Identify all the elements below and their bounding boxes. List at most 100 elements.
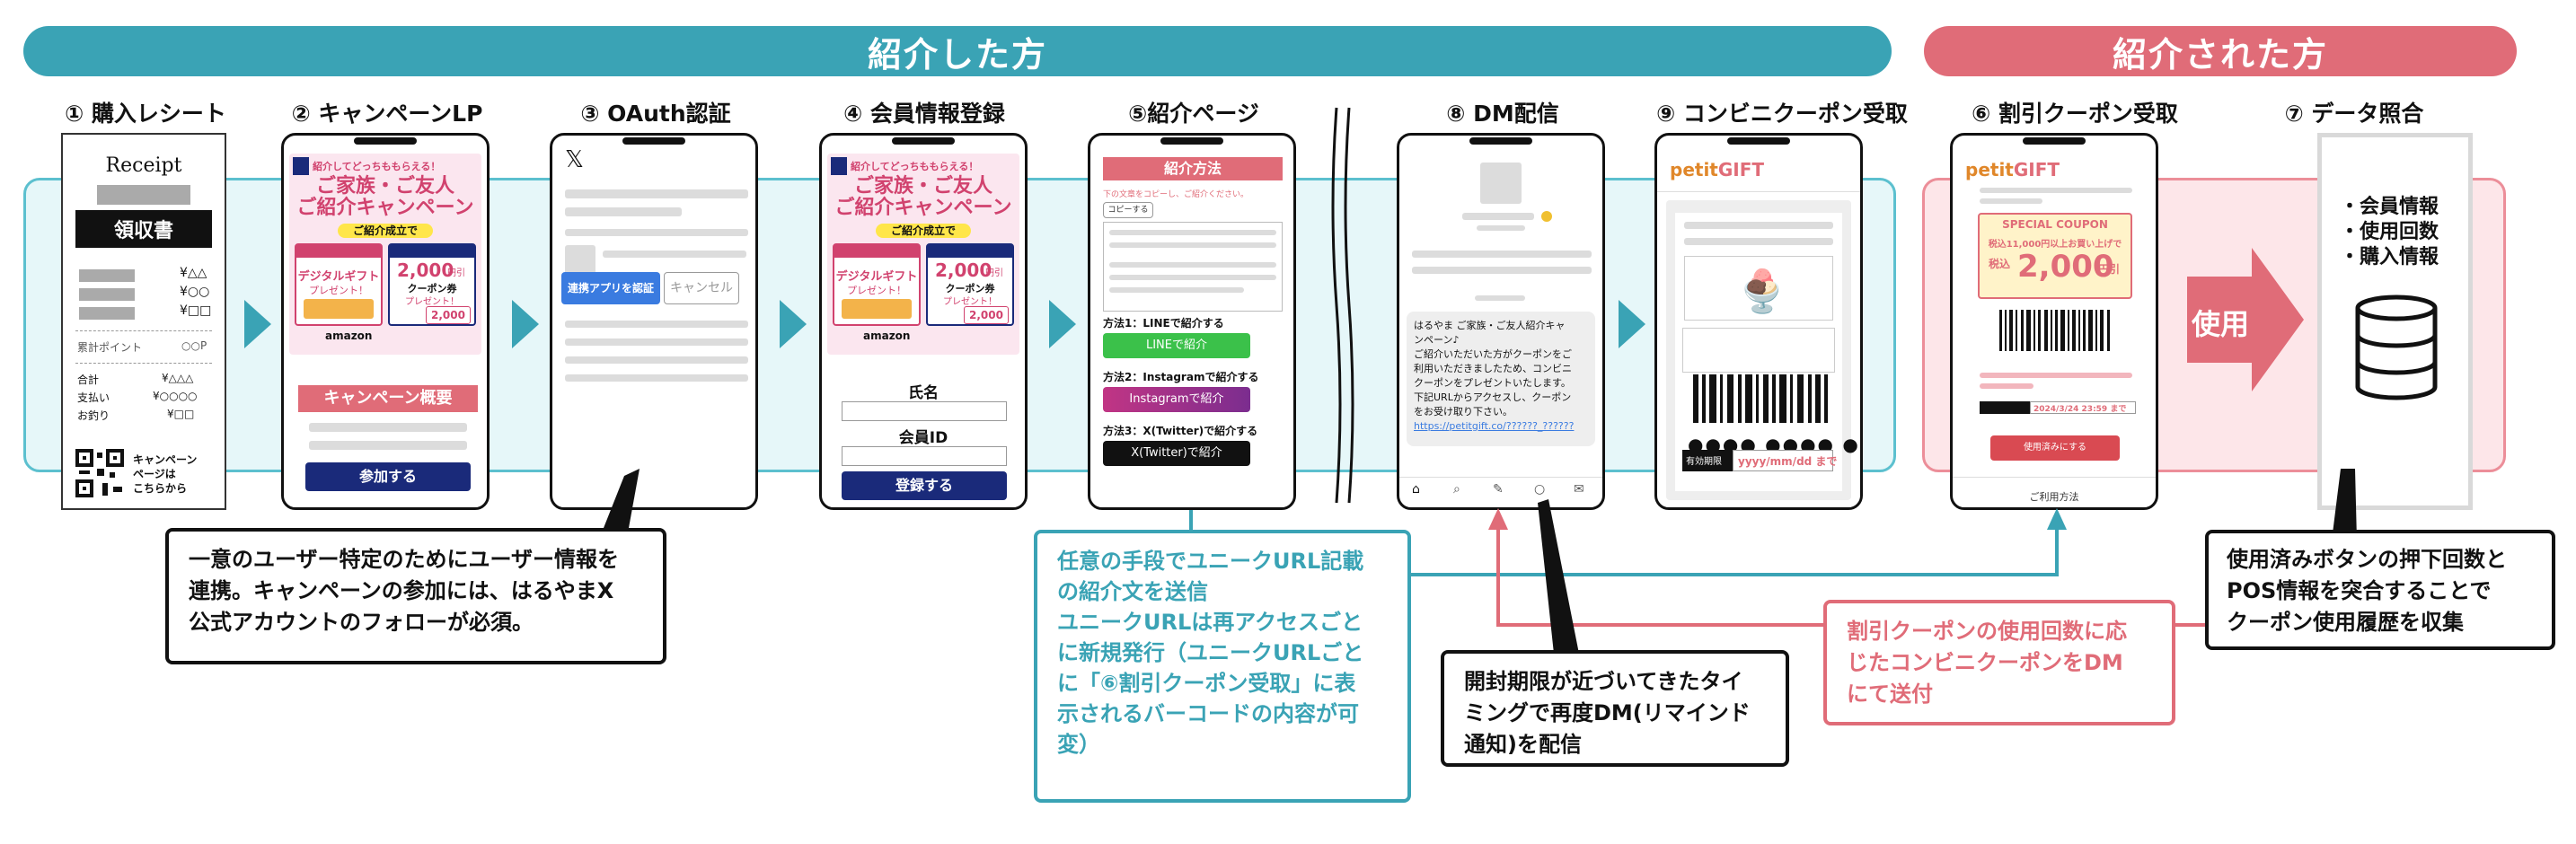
receipt-ryoshusho: 領収書 <box>75 210 212 248</box>
step-label-dm: ⑧ DM配信 <box>1446 101 1559 127</box>
reminder-note: 開封期限が近づいてきたタイミングで再度DM(リマインド通知)を配信 <box>1441 650 1789 767</box>
line-share-button[interactable]: LINEで紹介 <box>1103 333 1250 358</box>
digital-gift-card: デジタルギフト プレゼント！ <box>295 243 383 326</box>
step-label-member-registration: ④ 会員情報登録 <box>843 101 1005 127</box>
campaign-section-title: キャンペーン概要 <box>298 385 478 412</box>
receipt-row: ¥○○ <box>180 285 210 299</box>
receipt-points-label: 累計ポイント <box>77 341 143 354</box>
register-button[interactable]: 登録する <box>842 471 1007 500</box>
receipt: Receipt 領収書 ¥△△ ¥○○ ¥□□ 累計ポイント ○○P 合計 ¥△… <box>61 133 226 510</box>
x-logo-icon: 𝕏 <box>565 146 584 173</box>
barcode-icon <box>1693 374 1828 423</box>
authorize-app-button[interactable]: 連携アプリを認証 <box>561 272 660 304</box>
barcode-icon <box>1999 310 2110 351</box>
intro-page-screen: 紹介方法 下の文章をコピーし、ご紹介ください。 コピーする 方法1：LINEで紹… <box>1088 133 1296 510</box>
receipt-total-label: 支払い <box>77 391 110 404</box>
step-label-convenience-coupon: ⑨ コンビニクーポン受取 <box>1656 101 1908 127</box>
campaign-banner: 紹介してどっちももらえる！ ご家族・ご友人 ご紹介キャンペーン ご紹介成立で デ… <box>827 154 1019 355</box>
bell-icon[interactable]: ○ <box>1534 482 1546 497</box>
flow-arrow <box>512 300 539 348</box>
referrer-band: 紹介した方 <box>23 26 1892 76</box>
join-button[interactable]: 参加する <box>305 462 471 491</box>
coupon-card: 2,000 円引 クーポン券 プレゼント！ 2,000 <box>388 243 476 326</box>
campaign-established: ご紹介成立で <box>338 224 433 238</box>
flow-arrow <box>244 300 271 348</box>
receipt-total-value: ¥△△△ <box>162 372 194 384</box>
amazon-logo: amazon <box>325 330 373 342</box>
receipt-points-value: ○○P <box>181 339 207 352</box>
digital-gift-card: デジタルギフト プレゼント！ <box>833 243 921 326</box>
step-label-data-matching: ⑦ データ照合 <box>2284 101 2424 127</box>
flow-arrow <box>1049 300 1076 348</box>
database-icon <box>2355 295 2438 400</box>
dm-screen: はるやま ご家族・ご友人紹介キャンペーン♪ご紹介いただいた方がクーポンをご利用い… <box>1397 133 1605 510</box>
expiry-value: yyyy/mm/dd まで <box>1738 455 1838 468</box>
oauth-screen: 𝕏 連携アプリを認証 キャンセル <box>550 133 758 510</box>
receipt-total-label: お釣り <box>77 409 110 422</box>
qr-code-icon <box>75 449 124 497</box>
instagram-share-button[interactable]: Instagramで紹介 <box>1103 387 1250 412</box>
how-to-use-link[interactable]: ご利用方法 <box>2029 491 2079 503</box>
flow-arrow <box>780 300 807 348</box>
receipt-total-value: ¥□□ <box>167 408 195 420</box>
expiry-label: 有効期限 <box>1686 457 1722 467</box>
step-label-oauth: ③ OAuth認証 <box>580 101 731 127</box>
campaign-headline: ご紹介キャンペーン <box>296 197 474 219</box>
campaign-lp-screen: 紹介してどっちももらえる！ ご家族・ご友人 ご紹介キャンペーン ご紹介成立で デ… <box>281 133 490 510</box>
campaign-banner: 紹介してどっちももらえる！ ご家族・ご友人 ご紹介キャンペーン ご紹介成立で デ… <box>289 154 481 355</box>
coupon-card: 2,000 円引 クーポン券 プレゼント！ 2,000 <box>926 243 1014 326</box>
petitgift-logo: petitGIFT <box>1670 159 1765 180</box>
amazon-logo: amazon <box>863 330 911 342</box>
name-field[interactable] <box>842 401 1007 421</box>
member-id-field[interactable] <box>842 446 1007 466</box>
name-label: 氏名 <box>908 384 939 402</box>
receipt-total-label: 合計 <box>77 374 100 386</box>
mark-used-button[interactable]: 使用済みにする <box>1990 435 2120 461</box>
home-icon[interactable]: ⌂ <box>1412 482 1420 497</box>
convenience-coupon-screen: petitGIFT 🍨 ●●●● ●●●● ●●●● 有効期限 yyyy/mm/… <box>1654 133 1863 510</box>
campaign-established: ご紹介成立で <box>876 224 971 238</box>
coupon-expiry: 2024/3/24 23:59 まで <box>2033 405 2127 414</box>
discount-coupon-screen: petitGIFT SPECIAL COUPON 税込11,000円以上お買い上… <box>1950 133 2158 510</box>
receipt-row: ¥△△ <box>180 266 207 280</box>
use-arrow-icon <box>2187 248 2304 391</box>
campaign-headline: ご家族・ご友人 <box>853 175 992 198</box>
ice-cream-icon: 🍨 <box>1736 267 1788 315</box>
intro-title: 紹介方法 <box>1103 157 1283 180</box>
referred-band: 紹介された方 <box>1924 26 2517 76</box>
share-note: 任意の手段でユニークURL記載の紹介文を送信ユニークURLは再アクセスごとに新規… <box>1034 530 1411 803</box>
cancel-button[interactable]: キャンセル <box>664 272 739 304</box>
method-1-label: 方法1：LINEで紹介する <box>1103 317 1224 330</box>
compose-icon[interactable]: ✎ <box>1493 482 1504 497</box>
dm-link[interactable]: https://petitgift.co/??????_?????? <box>1414 420 1575 432</box>
receipt-title: Receipt <box>105 154 182 177</box>
qr-caption: キャンペーンページはこちらから <box>133 453 198 495</box>
oauth-note: 一意のユーザー特定のためにユーザー情報を連携。キャンペーンの参加には、はるやまX… <box>165 528 666 664</box>
special-coupon: SPECIAL COUPON 税込11,000円以上お買い上げで 税込 2,00… <box>1978 213 2132 299</box>
method-3-label: 方法3：X(Twitter)で紹介する <box>1103 425 1258 437</box>
step-label-campaign-lp: ② キャンペーンLP <box>291 101 483 127</box>
step-label-receipt: ① 購入レシート <box>65 101 226 127</box>
member-registration-screen: 紹介してどっちももらえる！ ご家族・ご友人 ご紹介キャンペーン ご紹介成立で デ… <box>819 133 1028 510</box>
data-matching-panel: ・会員情報・使用回数・購入情報 <box>2317 133 2473 510</box>
mail-icon[interactable]: ✉ <box>1574 482 1584 497</box>
campaign-headline: ご家族・ご友人 <box>315 175 454 198</box>
step-label-intro-page: ⑤紹介ページ <box>1128 101 1259 127</box>
intro-note: 下の文章をコピーし、ご紹介ください。 <box>1103 190 1249 199</box>
use-arrow-label: 使用 <box>2192 307 2250 341</box>
time-break-mark <box>1331 107 1354 504</box>
campaign-tagline: 紹介してどっちももらえる！ <box>313 161 441 172</box>
flow-arrow <box>1619 300 1645 348</box>
copy-button[interactable]: コピーする <box>1103 202 1153 218</box>
step-label-discount-coupon: ⑥ 割引クーポン受取 <box>1972 101 2178 127</box>
member-id-label: 会員ID <box>898 429 948 447</box>
search-icon[interactable]: ⌕ <box>1453 482 1460 497</box>
receipt-row: ¥□□ <box>180 303 212 318</box>
dm-message: はるやま ご家族・ご友人紹介キャンペーン♪ご紹介いただいた方がクーポンをご利用い… <box>1407 312 1595 446</box>
x-share-button[interactable]: X(Twitter)で紹介 <box>1103 441 1250 466</box>
campaign-tagline: 紹介してどっちももらえる！ <box>851 161 979 172</box>
